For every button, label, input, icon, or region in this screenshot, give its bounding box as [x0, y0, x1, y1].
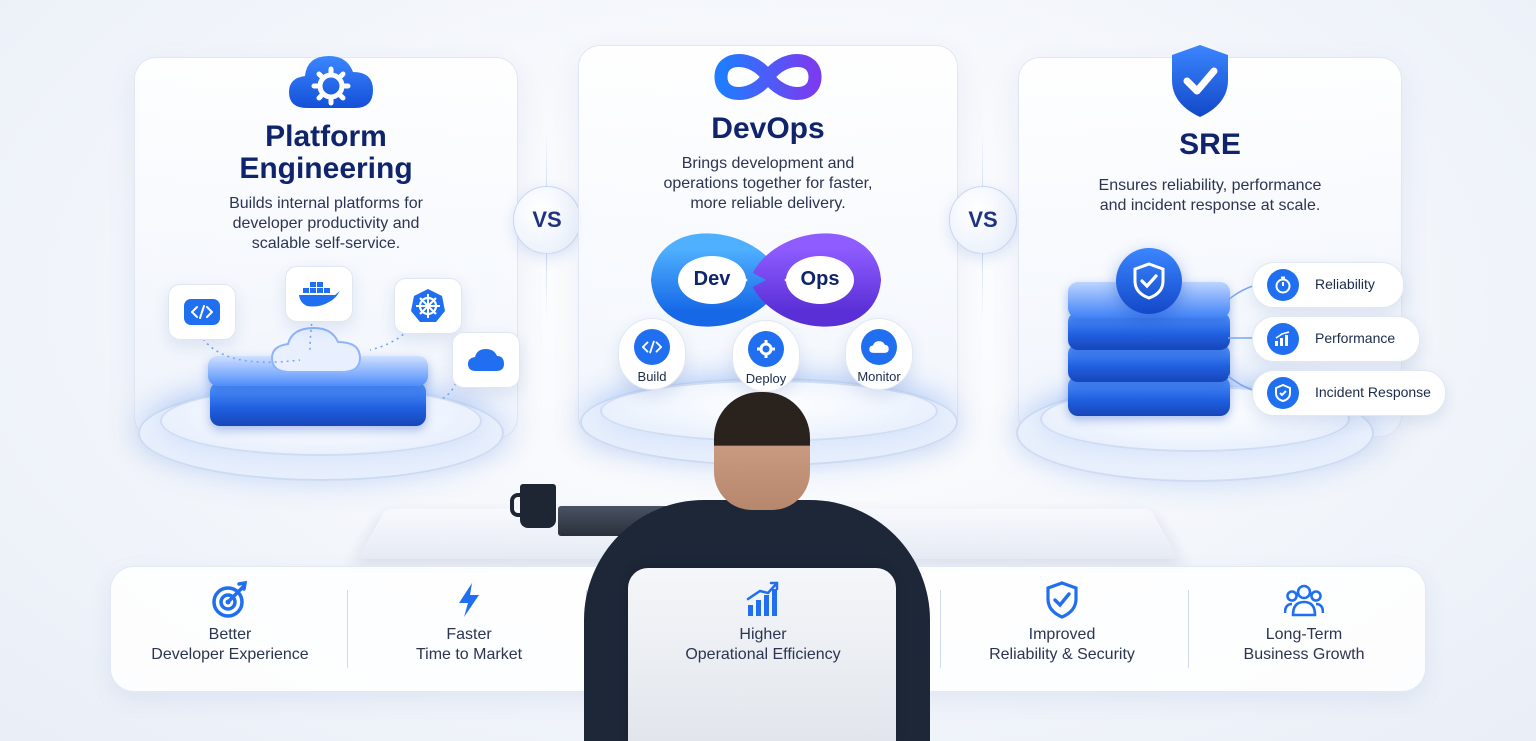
lightning-icon — [459, 583, 479, 617]
incident-response-pill: Incident Response — [1252, 370, 1446, 416]
cloud-icon — [468, 349, 504, 371]
benefit-reliability-security: Improved Reliability & Security — [947, 580, 1177, 665]
benefit-separator — [347, 590, 348, 668]
stopwatch-icon — [1267, 269, 1299, 301]
reliability-label: Reliability — [1315, 276, 1375, 292]
docker-tile — [285, 266, 353, 322]
chart-up-icon — [1267, 323, 1299, 355]
sre-title: SRE — [1179, 128, 1241, 161]
team-icon — [1283, 584, 1325, 617]
coffee-mug — [510, 484, 556, 528]
performance-label: Performance — [1315, 330, 1396, 346]
gear-icon — [748, 331, 784, 367]
benefit-separator — [940, 590, 941, 668]
build-step: Build — [618, 318, 686, 390]
platform-title: Platform Engineering — [239, 120, 413, 185]
build-label: Build — [637, 369, 667, 384]
devops-title: DevOps — [711, 112, 825, 145]
kubernetes-icon — [411, 289, 445, 322]
shield-icon — [1267, 377, 1299, 409]
vs-badge-1: VS — [513, 186, 581, 254]
devops-loop: Dev Ops — [650, 224, 882, 336]
cloud-icon — [861, 329, 897, 365]
dev-label: Dev — [693, 268, 731, 290]
docker-icon — [299, 282, 340, 307]
cloud-gear-icon — [285, 48, 377, 114]
bar-chart-icon — [746, 581, 779, 616]
code-icon — [634, 329, 670, 365]
devops-description: Brings development and operations togeth… — [663, 155, 873, 212]
benefit-developer-experience: Better Developer Experience — [115, 580, 345, 665]
sre-description: Ensures reliability, performance and inc… — [1098, 177, 1322, 214]
target-icon — [212, 580, 248, 618]
kubernetes-tile — [394, 278, 462, 334]
performance-pill: Performance — [1252, 316, 1420, 362]
ops-label: Ops — [800, 268, 840, 290]
monitor-step: Monitor — [845, 318, 913, 390]
benefit-operational-efficiency: Higher Operational Efficiency — [648, 580, 878, 665]
monitor-label: Monitor — [857, 369, 901, 384]
vs-badge-2: VS — [949, 186, 1017, 254]
mug-handle — [510, 493, 526, 517]
deploy-step: Deploy — [732, 320, 800, 392]
sre-stack-layer-4 — [1068, 376, 1230, 416]
incident-response-label: Incident Response — [1315, 384, 1431, 400]
office-chair — [628, 568, 896, 741]
code-tile — [168, 284, 236, 340]
infinity-icon — [713, 49, 823, 105]
benefit-separator — [1188, 590, 1189, 668]
benefit-time-to-market: Faster Time to Market — [354, 580, 584, 665]
shield-check-icon — [1167, 42, 1233, 120]
shield-check-icon — [1046, 581, 1078, 619]
platform-description: Builds internal platforms for developer … — [229, 195, 423, 252]
deploy-label: Deploy — [745, 371, 787, 386]
person-head — [714, 392, 810, 510]
shield-check-icon — [1133, 262, 1165, 300]
benefit-business-growth: Long-Term Business Growth — [1189, 580, 1419, 665]
platform-base-slab — [210, 382, 426, 426]
reliability-pill: Reliability — [1252, 262, 1404, 308]
sre-stack-layer-2 — [1068, 312, 1230, 350]
cloud-tile — [452, 332, 520, 388]
sre-stack-layer-3 — [1068, 344, 1230, 382]
sre-shield-badge — [1116, 248, 1182, 314]
platform-connectors — [199, 299, 461, 401]
code-icon — [184, 299, 220, 325]
